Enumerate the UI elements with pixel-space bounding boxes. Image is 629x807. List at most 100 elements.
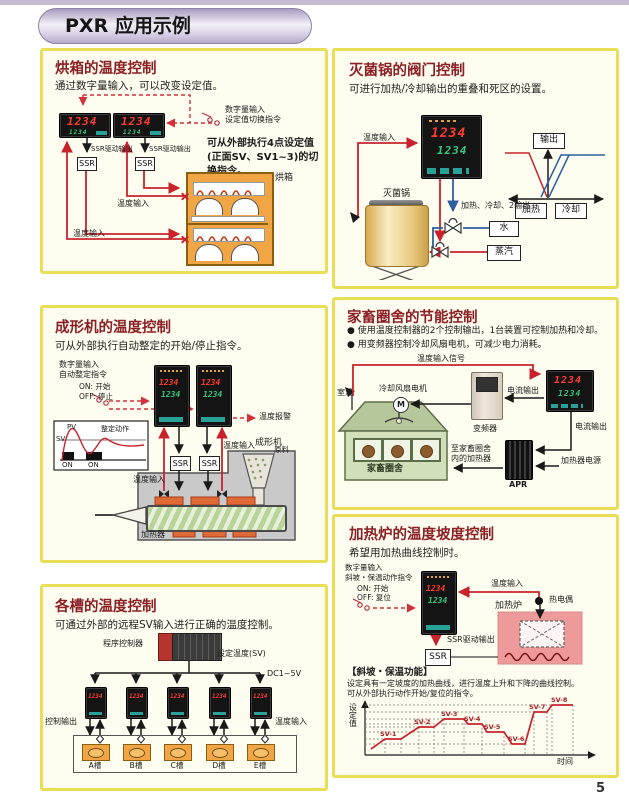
sensor-icon	[345, 387, 355, 397]
sensor-diamonds	[95, 734, 270, 744]
panel-title: 成形机的温度控制	[55, 320, 171, 336]
chart-on-label: ON	[88, 461, 99, 469]
steam-box: 蒸汽	[487, 245, 521, 261]
heater-coil-icon	[504, 652, 570, 662]
controller-pv-display: 1234	[129, 693, 144, 700]
valve-icon	[431, 241, 449, 259]
panel-sterilizer-valve-control: 灭菌锅的阀门控制 可进行加热/冷却输出的重叠和死区的设置。 1234 1234 …	[332, 48, 619, 289]
animal-icon	[391, 445, 404, 458]
temperature-controller: 1234	[167, 687, 189, 719]
chart-sv-label: SV	[56, 435, 66, 443]
page-header-capsule: PXR 应用示例	[38, 8, 312, 44]
bread-icon	[195, 244, 223, 261]
digital-input-dashed-lines	[78, 94, 219, 128]
chart-pv-label: PV	[67, 423, 77, 431]
motor-icon: M	[393, 397, 409, 413]
tuning-chart	[53, 420, 149, 471]
off-note: OFF: 停止	[79, 392, 113, 401]
temperature-controller: 1234	[85, 687, 107, 719]
panel-livestock-energy-saving: 家畜圈舍的节能控制 ● 使用温度控制器的2个控制输出，1台装置可控制加热和冷却。…	[332, 297, 619, 510]
house-label: 家畜圈舍	[367, 464, 404, 474]
tank-element	[88, 748, 104, 758]
temp-input-label: 温度输入	[491, 579, 523, 588]
animal-icon	[420, 445, 433, 458]
signal-lines	[352, 364, 572, 473]
tank-lid	[369, 200, 423, 207]
controller-pv-display: 1234	[121, 115, 152, 128]
panel-title: 各槽的温度控制	[55, 599, 157, 615]
ssr-box: SSR	[135, 157, 155, 171]
controller-pv-display: 1234	[431, 126, 467, 141]
heater-strip	[193, 228, 265, 242]
tank-graphic	[123, 744, 151, 761]
sv-point-label: SV-1	[380, 730, 397, 738]
tank-label: A槽	[88, 761, 102, 770]
water-box: 水	[489, 221, 519, 237]
tank-stand	[369, 264, 423, 280]
temp-input-label: 温度输入	[117, 199, 149, 208]
valve-icon	[444, 217, 462, 235]
apr-power-regulator	[505, 440, 533, 480]
tank-element	[129, 748, 145, 758]
machine-label: 成形机	[255, 438, 283, 448]
top-accent-bar	[0, 0, 629, 5]
digital-input-note: 数字量输入 斜坡・保温动作指令	[345, 563, 413, 582]
thermocouple-icon	[535, 597, 543, 605]
tank-element	[170, 748, 186, 758]
output-box: 输出	[533, 133, 565, 149]
panel-oven-temperature-control: 烘箱的温度控制 通过数字量输入，可以改变设定值。 1234 1234 1234 …	[40, 48, 328, 274]
temperature-input-line	[350, 137, 419, 223]
window-with-animal	[411, 438, 441, 462]
ssr-drive-arrows	[82, 137, 150, 153]
panel-subtitle: 可通过外部的远程SV输入进行正确的温度控制。	[55, 619, 279, 631]
panel-title: 加热炉的温度坡度控制	[349, 527, 494, 543]
off-note: OFF: 复位	[357, 593, 391, 602]
temperature-input-arrows	[158, 426, 228, 498]
tank-label: D槽	[212, 761, 226, 770]
oven-graphic	[186, 172, 274, 266]
temperature-controller-1: 1234 1234	[154, 365, 190, 427]
panel-furnace-ramp-control: 加热炉的温度坡度控制 希望用加热曲线控制时。 数字量输入 斜坡・保温动作指令 O…	[332, 514, 619, 778]
controller-pv-display: 1234	[253, 693, 268, 700]
controller-sv-display: 1234	[203, 390, 223, 399]
oven-divider	[188, 223, 268, 225]
page-number: 5	[596, 781, 606, 796]
sv-point-label: SV-5	[484, 723, 501, 731]
temp-input-label: 温度输入	[133, 475, 165, 484]
tank-label: B槽	[129, 761, 143, 770]
controller-buttons	[551, 404, 583, 408]
panel-tanks-temperature-control: 各槽的温度控制 可通过外部的远程SV输入进行正确的温度控制。 程序控制器 设定温…	[40, 584, 328, 791]
switch-icon	[201, 112, 220, 126]
tank-graphic	[82, 744, 110, 761]
tank-element	[253, 748, 269, 758]
sterilizer-wiring-diagram	[350, 137, 605, 280]
room-temp-label: 室温	[337, 388, 353, 397]
window-with-animal	[353, 438, 383, 462]
to-heater-note: 至家畜圈舍 内的加热器	[451, 444, 491, 464]
furnace-graphic	[497, 611, 583, 665]
temperature-controller: 1234 1234	[546, 370, 594, 412]
oven-shelf	[191, 216, 265, 222]
pellets	[247, 457, 267, 480]
material-label: 原料	[274, 445, 289, 454]
ssr-box: SSR	[199, 456, 220, 471]
chart-y-axis-label: 设定值	[348, 703, 358, 727]
chart-x-axis-label: 时间	[557, 757, 573, 766]
ssr-box: SSR	[170, 456, 191, 471]
animal-icon	[362, 445, 375, 458]
controller-sv-display: 1234	[428, 596, 448, 605]
extruder-parts	[95, 496, 257, 538]
signal-lines	[430, 586, 545, 658]
external-command-note: 可从外部执行4点设定值(正面SV、SV1~3)的切换指令。	[207, 138, 319, 177]
panel-title: 灭菌锅的阀门控制	[349, 63, 465, 79]
heating-box: 加热	[515, 203, 547, 219]
sterilizer-tank-graphic	[365, 205, 429, 267]
dc-range-label: DC1~5V	[267, 669, 302, 678]
current-output-label: 电流输出	[507, 386, 539, 395]
two-outputs-label: 加热、冷却、2输出	[461, 201, 531, 210]
temperature-controller: 1234	[126, 687, 148, 719]
tank-graphic	[247, 744, 275, 761]
temperature-controller: 1234 1234	[421, 571, 457, 635]
temp-input-label: 温度输入	[363, 133, 395, 142]
